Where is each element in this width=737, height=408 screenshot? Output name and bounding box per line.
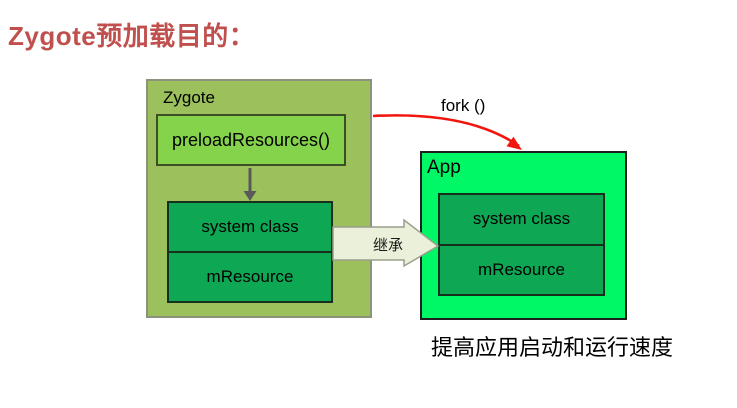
preload-resources-box: preloadResources() — [156, 114, 346, 166]
inherit-label: 继承 — [372, 237, 403, 254]
app-cell-mresource: mResource — [440, 243, 603, 294]
zygote-cell-mresource: mResource — [169, 251, 331, 301]
page-title: Zygote预加载目的： — [8, 21, 256, 51]
app-table: system class mResource — [438, 193, 605, 296]
zygote-box: Zygote preloadResources() system class m… — [146, 79, 372, 318]
app-cell-system-class: system class — [440, 195, 603, 244]
app-box-label: App — [427, 157, 461, 178]
preload-resources-label: preloadResources() — [171, 129, 331, 150]
zygote-box-label: Zygote — [163, 88, 215, 107]
fork-arrow-head-icon — [506, 136, 522, 150]
app-box: App system class mResource — [420, 151, 627, 320]
zygote-cell-system-class: system class — [169, 203, 331, 251]
fork-label: fork () — [441, 96, 486, 115]
caption: 提高应用启动和运行速度 — [431, 335, 674, 360]
zygote-table: system class mResource — [167, 201, 333, 303]
fork-arrow-curve — [372, 114, 520, 148]
